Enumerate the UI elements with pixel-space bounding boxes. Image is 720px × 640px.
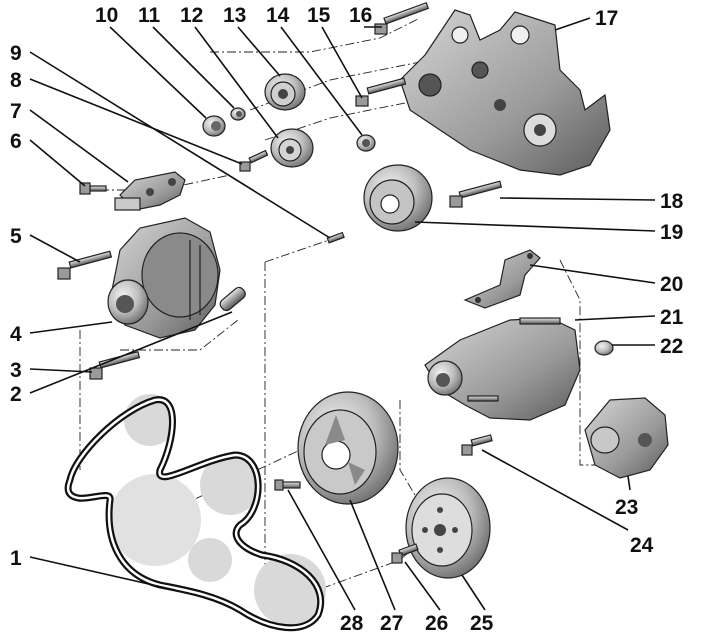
- sleeve-2: [219, 286, 246, 312]
- crankshaft-pulley-27: [297, 391, 399, 505]
- bolt-9: [326, 231, 345, 244]
- cap-22: [594, 340, 614, 356]
- pulley-19: [363, 164, 433, 232]
- callout-20: 20: [660, 273, 683, 296]
- callout-18: 18: [660, 190, 684, 213]
- callout-19: 19: [660, 221, 683, 244]
- callout-1: 1: [10, 547, 22, 570]
- callout-14: 14: [266, 4, 290, 27]
- callout-28: 28: [340, 612, 364, 635]
- bolt-5: [57, 250, 113, 280]
- bolt-8: [239, 149, 269, 172]
- callout-2: 2: [10, 383, 22, 406]
- callout-12: 12: [180, 4, 203, 27]
- callout-7: 7: [10, 100, 22, 123]
- bolt-26: [391, 543, 419, 564]
- callout-4: 4: [10, 323, 22, 346]
- bolt-16: [374, 2, 430, 35]
- washer-14: [356, 134, 376, 152]
- callout-8: 8: [10, 69, 22, 92]
- steering-pump-23: [584, 397, 669, 479]
- bolt-6: [79, 182, 107, 195]
- washer-10: [202, 115, 226, 137]
- spacer-11: [230, 107, 246, 121]
- callout-11: 11: [138, 4, 161, 27]
- bolt-24: [461, 434, 493, 456]
- callout-16: 16: [349, 4, 372, 27]
- callout-24: 24: [630, 534, 654, 557]
- plate-20: [463, 249, 541, 309]
- idler-pulley-12: [270, 128, 314, 168]
- callout-labels: 1 2 3 4 5 6 7 8 9 10 11 12 13 14 15 16 1…: [10, 4, 684, 635]
- callout-23: 23: [615, 496, 638, 519]
- callout-10: 10: [95, 4, 118, 27]
- bolt-28: [274, 479, 301, 491]
- callout-6: 6: [10, 130, 22, 153]
- callout-27: 27: [380, 612, 403, 635]
- callout-17: 17: [595, 7, 618, 30]
- idler-pulley-13: [264, 73, 306, 111]
- callout-21: 21: [660, 306, 684, 329]
- engine-bracket: [399, 9, 611, 176]
- callout-13: 13: [223, 4, 246, 27]
- callout-3: 3: [10, 359, 22, 382]
- bolt-15: [355, 77, 407, 107]
- callout-22: 22: [660, 335, 683, 358]
- callout-15: 15: [307, 4, 331, 27]
- alternator-4: [107, 217, 221, 339]
- bolt-18: [449, 180, 503, 208]
- callout-26: 26: [425, 612, 448, 635]
- pump-pulley-25: [405, 477, 491, 579]
- callout-9: 9: [10, 42, 22, 65]
- drive-belt-1: [64, 394, 326, 632]
- callout-5: 5: [10, 225, 22, 248]
- callout-25: 25: [470, 612, 494, 635]
- pump-bracket-21: [424, 317, 581, 421]
- tensioner-7: [114, 171, 186, 211]
- leader-lines: [29, 17, 656, 611]
